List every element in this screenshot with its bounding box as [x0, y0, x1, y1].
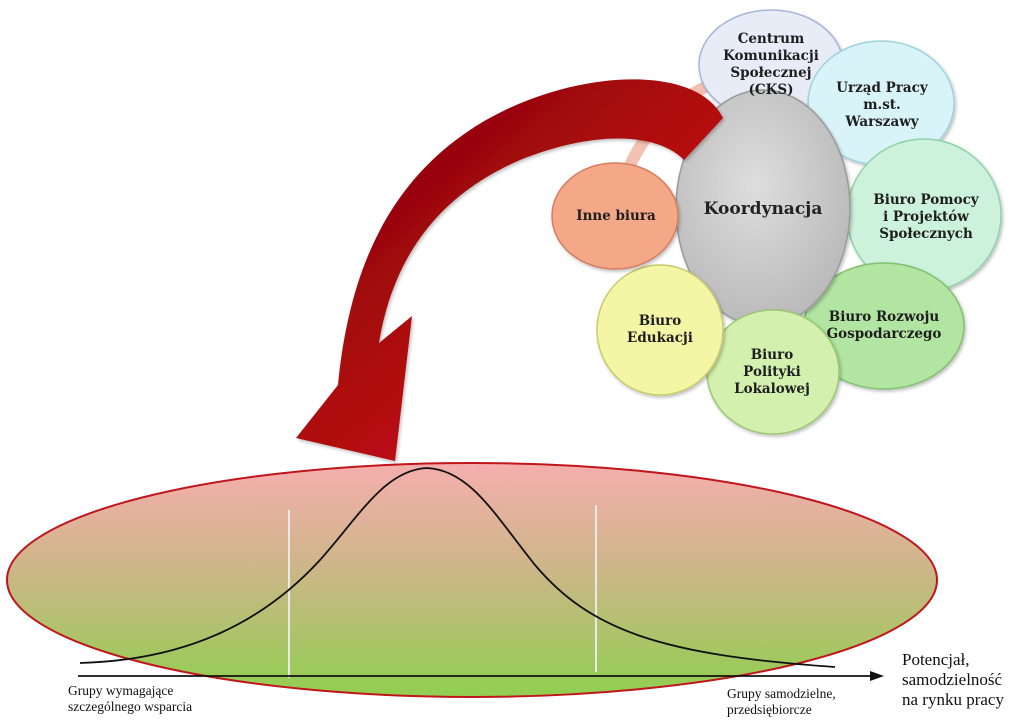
curved-arrow — [296, 79, 723, 461]
axis-left-label: Grupy wymagające szczególnego wsparcia — [68, 683, 193, 714]
x-axis-arrowhead — [870, 671, 884, 681]
node-circle-be[interactable] — [596, 264, 724, 396]
population-ellipse — [6, 462, 938, 698]
axis-right-label: Grupy samodzielne, przedsiębiorcze — [727, 686, 836, 717]
bell-curve — [79, 467, 836, 668]
axis-title: Potencjał, samodzielność na rynku pracy — [902, 650, 1004, 709]
node-circle-bpl[interactable] — [706, 309, 840, 435]
node-circle-inne[interactable] — [551, 162, 679, 270]
